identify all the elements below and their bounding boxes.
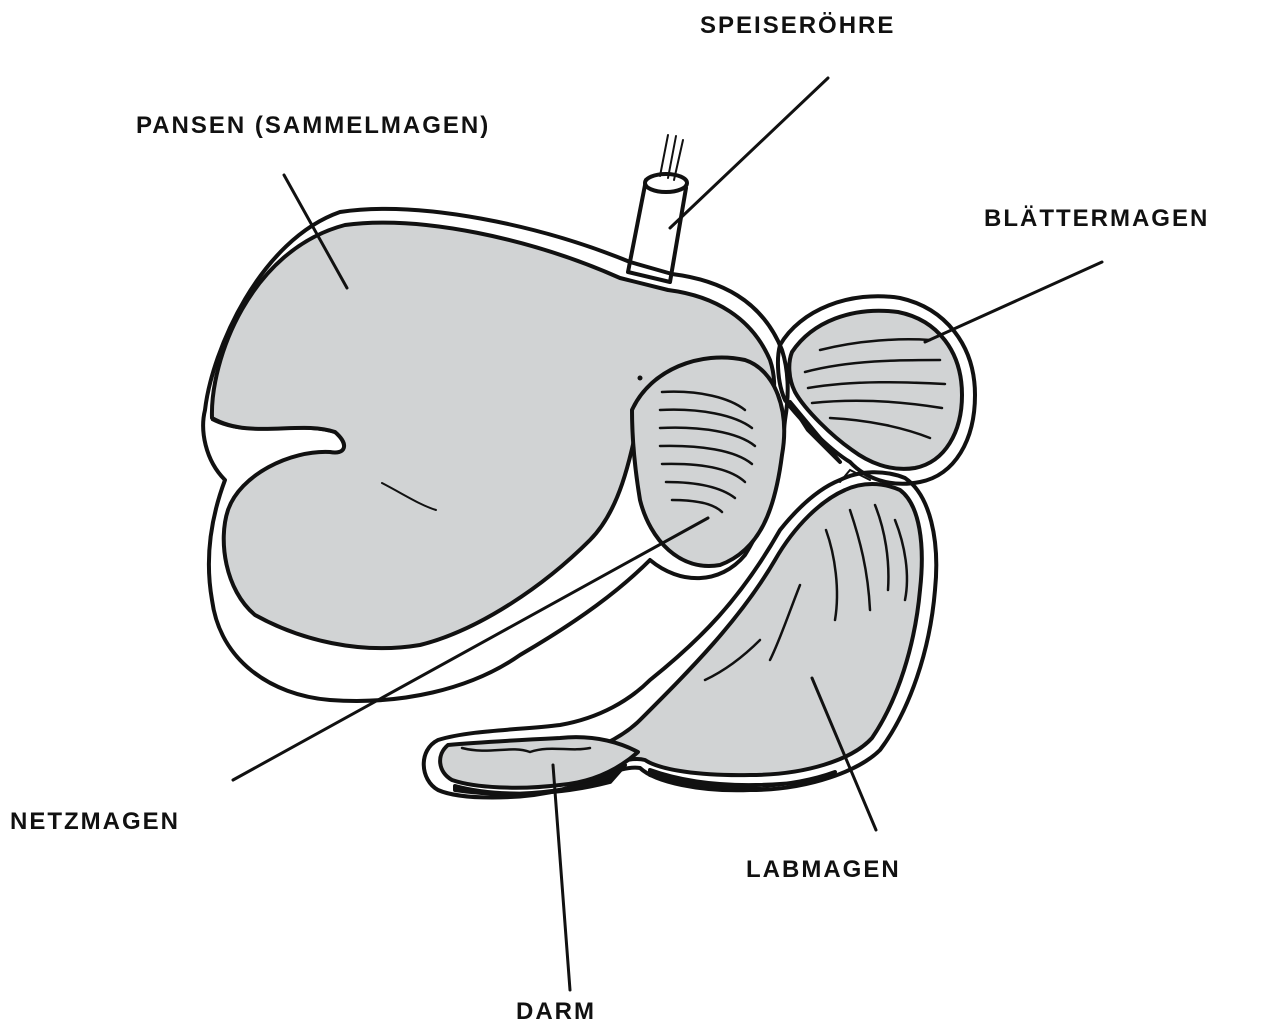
rumen-dot: [638, 376, 643, 381]
label-rumen: PANSEN (SAMMELMAGEN): [136, 112, 490, 140]
reticulum: [632, 357, 784, 566]
esophagus: [628, 135, 687, 282]
leader-esophagus: [670, 78, 828, 228]
label-abomasum: LABMAGEN: [746, 856, 901, 884]
label-reticulum: NETZMAGEN: [10, 808, 180, 836]
leader-omasum: [925, 262, 1102, 342]
omasum: [778, 296, 975, 484]
label-esophagus: SPEISERÖHRE: [700, 12, 895, 40]
leader-intestine: [553, 765, 570, 990]
label-intestine: DARM: [516, 998, 596, 1026]
label-omasum: BLÄTTERMAGEN: [984, 205, 1209, 233]
